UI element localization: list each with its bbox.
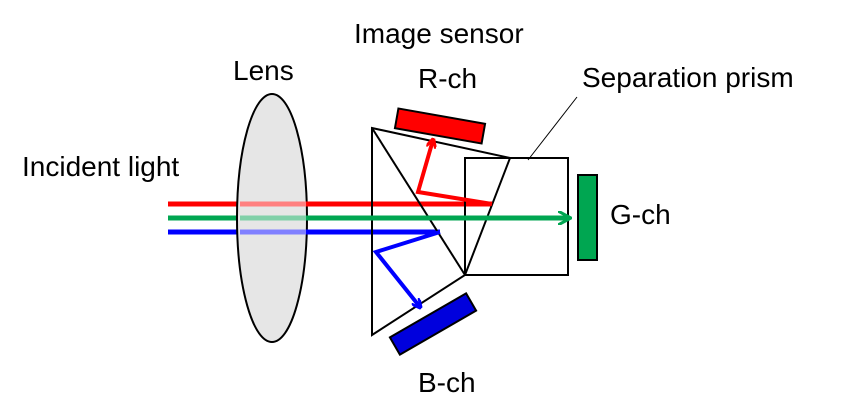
red-reflected-path — [415, 140, 493, 206]
g-ch-sensor — [577, 174, 598, 261]
image-sensor-label: Image sensor — [354, 18, 524, 49]
separation-prism-label: Separation prism — [582, 62, 794, 93]
lens-label: Lens — [233, 55, 294, 86]
blue-reflected-path — [372, 230, 441, 307]
b-ch-label: B-ch — [418, 367, 476, 398]
incident-light-label: Incident light — [22, 151, 179, 182]
r-ch-label: R-ch — [418, 63, 477, 94]
g-ch-label: G-ch — [610, 199, 671, 230]
r-ch-sensor — [393, 107, 487, 145]
prism-leader-line — [527, 96, 578, 161]
b-ch-sensor — [388, 291, 478, 357]
